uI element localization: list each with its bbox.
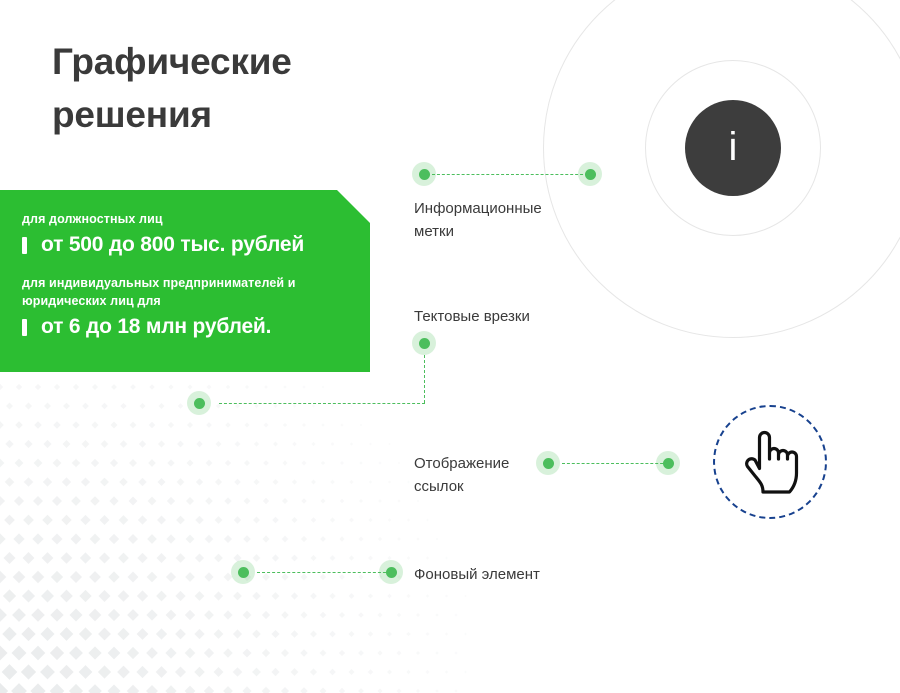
info-icon: i bbox=[728, 125, 738, 169]
connector-dot-info-marks-right bbox=[578, 162, 602, 186]
page-title: Графические решения bbox=[52, 41, 292, 135]
fine-amount-row: от 500 до 800 тыс. рублей bbox=[22, 233, 348, 257]
connector-text-insert-horizontal bbox=[219, 403, 425, 404]
annotation-label-text-insert: Тектовые врезки bbox=[414, 308, 530, 325]
connector-dot-bg-element-left bbox=[231, 560, 255, 584]
fine-caption: для должностных лиц bbox=[22, 212, 163, 226]
connector-dot-link-display-right bbox=[656, 451, 680, 475]
connector-dot-bg-element-right bbox=[379, 560, 403, 584]
info-icon-badge[interactable]: i bbox=[685, 100, 781, 196]
cursor-badge[interactable] bbox=[713, 405, 827, 519]
annotation-label-bg-element: Фоновый элемент bbox=[414, 566, 540, 583]
fine-block: для должностных лиц от 500 до 800 тыс. р… bbox=[22, 210, 348, 257]
connector-dot-info-marks-left bbox=[412, 162, 436, 186]
pointing-hand-cursor-icon bbox=[745, 430, 799, 494]
annotation-label-link-display: Отображение ссылок bbox=[414, 455, 510, 496]
fine-caption: для индивидуальных предпринимателей и юр… bbox=[22, 276, 296, 309]
fine-amount-value: от 6 до 18 млн рублей. bbox=[41, 315, 272, 339]
inner-ring bbox=[645, 60, 821, 236]
amount-marker-icon bbox=[22, 318, 27, 336]
connector-text-insert-vertical bbox=[424, 355, 425, 403]
connector-dot-text-insert-left bbox=[187, 391, 211, 415]
amount-marker-icon bbox=[22, 236, 27, 254]
fine-amount-value: от 500 до 800 тыс. рублей bbox=[41, 233, 305, 257]
connector-dot-text-insert-top bbox=[412, 331, 436, 355]
connector-dot-link-display-left bbox=[536, 451, 560, 475]
fine-amount-row: от 6 до 18 млн рублей. bbox=[22, 315, 348, 339]
connector-bg-element bbox=[257, 572, 391, 573]
fine-block: для индивидуальных предпринимателей и юр… bbox=[22, 274, 348, 339]
annotation-label-info-marks: Информационные метки bbox=[414, 200, 542, 241]
fine-amounts-card: для должностных лиц от 500 до 800 тыс. р… bbox=[0, 190, 370, 372]
connector-link-display bbox=[562, 463, 668, 464]
outer-ring bbox=[543, 0, 900, 338]
